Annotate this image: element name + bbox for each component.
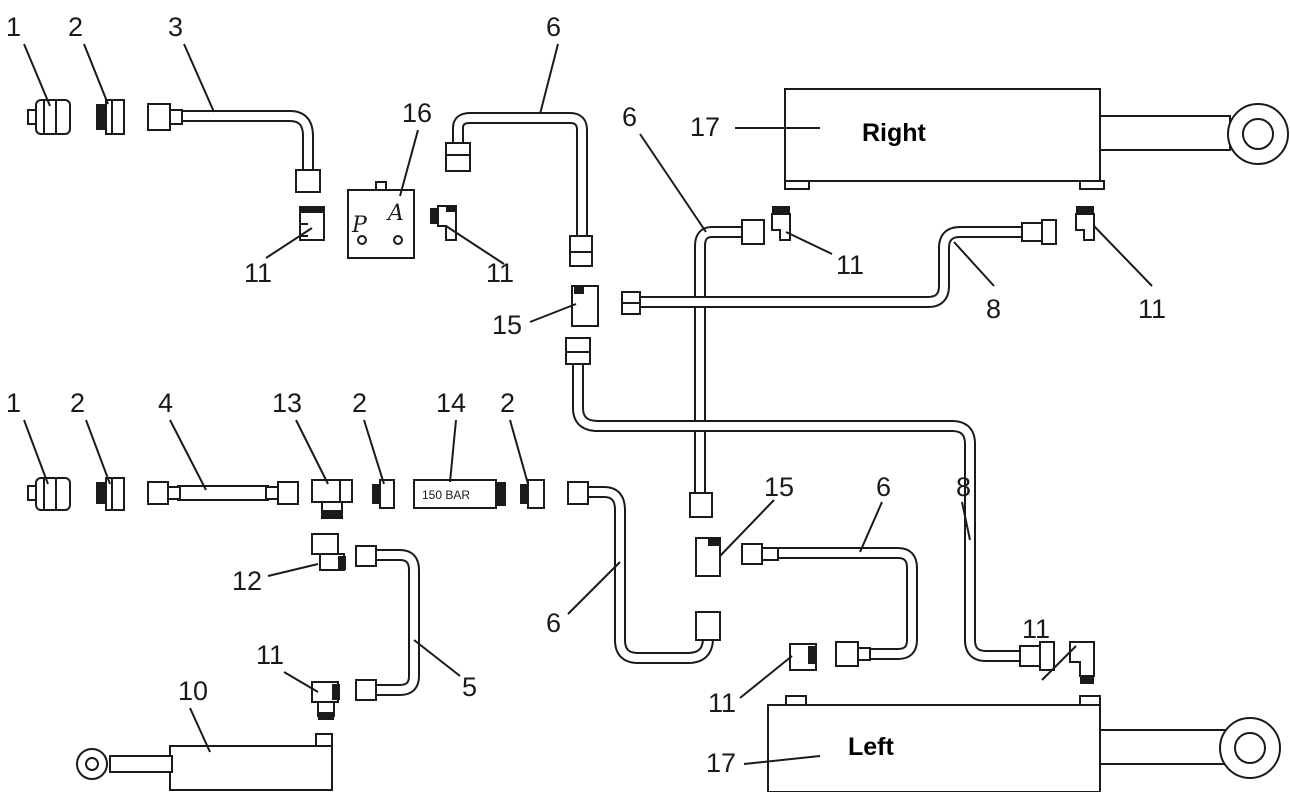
adapter-2-mid-a [96, 477, 125, 511]
callout-15-bottom: 15 [764, 472, 794, 502]
callout-11-f: 11 [708, 688, 736, 718]
callout-8-right: 8 [986, 294, 1001, 324]
hose-6-vertical [694, 226, 742, 493]
hose-6-bottom-right [778, 547, 918, 660]
hose-6-bottom-right-fittings [835, 641, 871, 667]
hose-6-bottom-left [588, 486, 714, 664]
callout-6-bottom-right: 6 [876, 472, 891, 502]
callout-11-e: 11 [256, 640, 284, 670]
callout-6-top: 6 [546, 12, 561, 42]
tee-13 [311, 479, 353, 519]
callout-6-vertical: 6 [622, 102, 637, 132]
callout-11-g: 11 [1022, 614, 1050, 644]
adapter-2-mid-b [372, 479, 395, 509]
callout-12: 12 [232, 566, 262, 596]
callout-2-top: 2 [68, 12, 83, 42]
elbow-11-g [1069, 641, 1095, 684]
elbow-11-e [311, 681, 340, 720]
elbow-11-d [1075, 206, 1095, 241]
tee-15-bottom [695, 537, 779, 577]
callout-2-mid-b: 2 [352, 388, 367, 418]
hose-8-right [640, 226, 1022, 308]
hose-3-bottom-fitting [295, 169, 321, 193]
hose-6-top [452, 112, 588, 240]
callout-2-mid-c: 2 [500, 388, 515, 418]
hose-6-bottom-left-fitting [567, 481, 589, 505]
cylinder-17-right: Right [784, 88, 1289, 190]
callout-14: 14 [436, 388, 466, 418]
hose-6-top-right-fitting [569, 235, 593, 267]
callout-1-top: 1 [6, 12, 21, 42]
callout-8-left: 8 [956, 472, 971, 502]
callout-11-d: 11 [1138, 294, 1166, 324]
callout-17-right: 17 [690, 112, 720, 142]
callout-13: 13 [272, 388, 302, 418]
valve-block-16: P A [347, 181, 415, 259]
callout-11-b: 11 [486, 258, 514, 288]
relief-valve-rating: 150 BAR [422, 488, 470, 502]
hose-3 [180, 110, 314, 175]
elbow-12 [311, 533, 346, 571]
tee-15-top [571, 285, 641, 327]
leader-lines [23, 43, 1153, 765]
quick-coupler-1-top [27, 99, 71, 135]
elbow-11-b [430, 205, 457, 241]
elbow-11-f [789, 643, 817, 671]
callout-11-c: 11 [836, 250, 864, 280]
adapter-2-mid-c [520, 479, 545, 509]
callout-2-mid-a: 2 [70, 388, 85, 418]
adapter-2-top [96, 99, 125, 135]
hose-4-fittings [147, 481, 299, 505]
callout-1-mid: 1 [6, 388, 21, 418]
quick-coupler-1-mid [27, 477, 71, 511]
elbow-11-c [771, 206, 791, 241]
callout-16: 16 [402, 98, 432, 128]
hose-8-left-end-fitting [1019, 641, 1055, 671]
hose-8-left-top-fitting [565, 337, 591, 365]
cylinder-10 [76, 733, 333, 791]
callout-numbers: 1 2 3 16 6 6 17 11 11 11 8 11 15 1 2 4 1… [6, 12, 1166, 778]
hose-4 [177, 485, 269, 501]
hose-8-left [572, 360, 1020, 662]
hose-6-vertical-bottom-fitting [689, 492, 713, 518]
valve-port-a-mark: A [386, 201, 404, 226]
callout-4: 4 [158, 388, 173, 418]
callout-5: 5 [462, 672, 477, 702]
callout-15-top: 15 [492, 310, 522, 340]
hose-5 [375, 549, 420, 696]
hose-3-end-fitting [147, 103, 183, 131]
elbow-11-a [299, 206, 325, 241]
hose-6-vertical-top-fitting [741, 219, 765, 245]
hose-5-bottom-fitting [355, 679, 377, 701]
hose-8-right-end-fitting [1021, 219, 1057, 245]
relief-valve-14: 150 BAR [413, 479, 506, 509]
hose-6-top-left-fitting [445, 142, 471, 172]
callout-3: 3 [168, 12, 183, 42]
valve-port-p-mark: P [351, 213, 368, 238]
right-cylinder-label: Right [862, 119, 927, 147]
callout-17-left: 17 [706, 748, 736, 778]
hose-5-top-fitting [355, 545, 377, 567]
left-cylinder-label: Left [848, 733, 895, 761]
cylinder-17-left: Left [767, 695, 1281, 792]
callout-10: 10 [178, 676, 208, 706]
callout-11-a: 11 [244, 258, 272, 288]
hose-6-bottom-left-end-fitting [695, 611, 721, 641]
callout-6-bottom-left: 6 [546, 608, 561, 638]
